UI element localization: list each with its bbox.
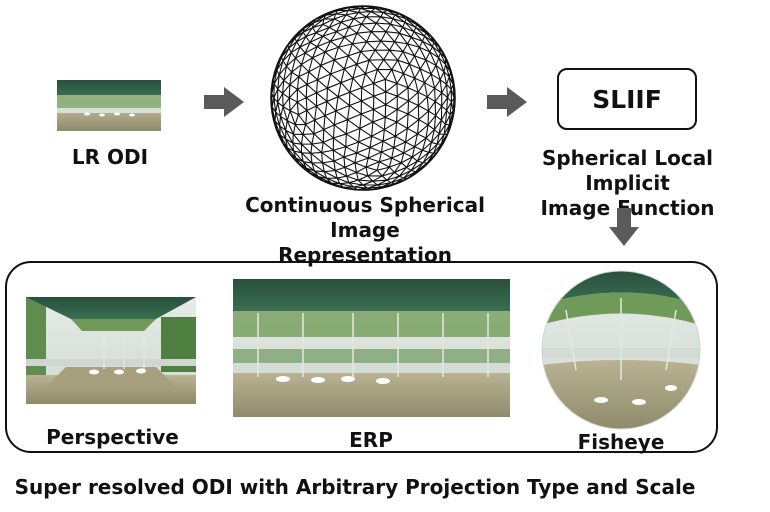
- fisheye-label: Fisheye: [577, 430, 665, 454]
- continuous-label-line1: Continuous Spherical: [245, 193, 485, 217]
- sphere-mesh: [270, 5, 456, 191]
- arrow-right-icon: [487, 87, 527, 117]
- erp-image: [233, 279, 510, 417]
- geodesic-sphere-icon: [270, 5, 456, 191]
- sphere-outline: [270, 5, 456, 191]
- sliif-box-label: SLIIF: [592, 84, 662, 114]
- arrow-down-icon: [609, 208, 639, 246]
- lr-odi-label: LR ODI: [71, 145, 149, 169]
- fisheye-image: [541, 270, 701, 430]
- sliif-description: Spherical Local Implicit Image Function: [505, 146, 750, 221]
- perspective-label: Perspective: [46, 425, 179, 449]
- erp-label: ERP: [349, 428, 393, 452]
- sliif-desc-line1: Spherical Local Implicit: [541, 146, 714, 195]
- lr-odi-image: [57, 80, 161, 131]
- sliif-box: SLIIF: [557, 68, 697, 130]
- caption: Super resolved ODI with Arbitrary Projec…: [14, 475, 696, 499]
- continuous-label-line2: Image Representation: [278, 218, 452, 267]
- perspective-image: [26, 297, 196, 404]
- output-projections-frame: [5, 261, 718, 453]
- arrow-right-icon: [204, 87, 244, 117]
- continuous-representation-label: Continuous Spherical Image Representatio…: [240, 193, 490, 268]
